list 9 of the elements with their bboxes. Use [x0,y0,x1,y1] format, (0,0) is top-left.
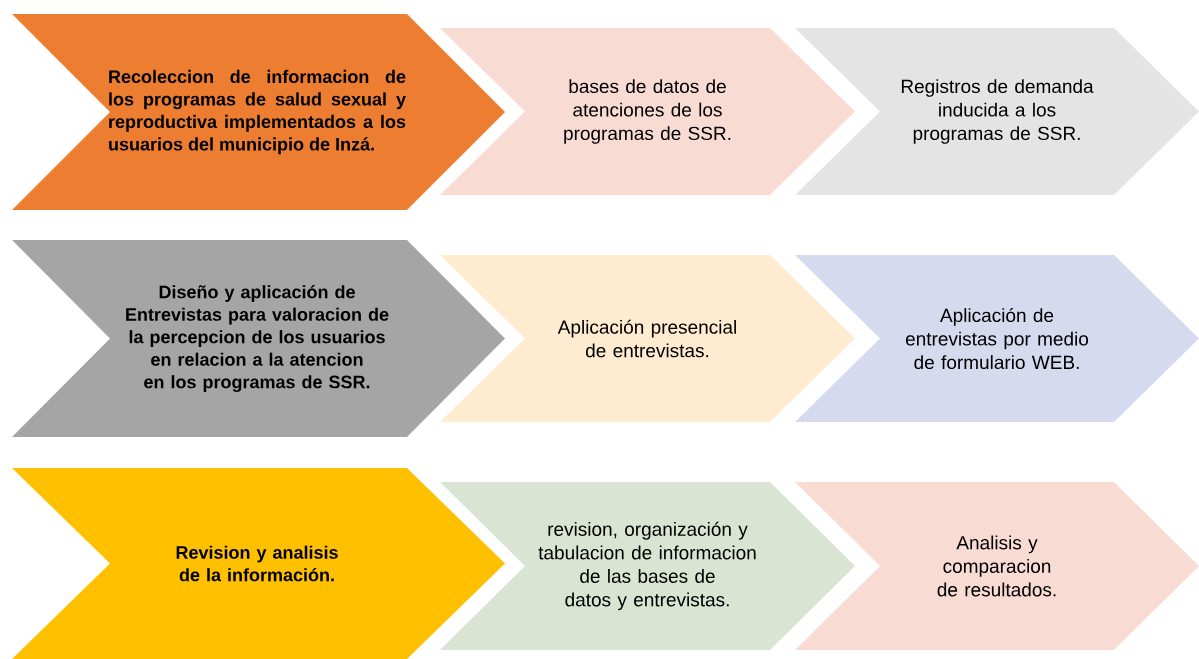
chevron-box: Registros de demanda inducida a los programas de SSR. [795,28,1199,195]
chevron-box: Recoleccion de informacion de los programas de salud sexual y reproductiva implementados a los usuarios del municipio de Inzá. [12,14,505,210]
chevron-box: Analisis y comparacion de resultados. [795,482,1199,650]
chevron-box: Revision y analisis de la información. [12,468,505,659]
chevron-box: revision, organización y tabulacion de informacion de las bases de datos y entrevistas. [440,482,855,650]
chevron-box: Diseño y aplicación de Entrevistas para valoracion de la percepcion de los usuarios en relacion a la atencion en los programas de SSR. [12,240,505,437]
chevron-box: bases de datos de atenciones de los programas de SSR. [440,28,855,195]
chevron-box: Aplicación de entrevistas por medio de formulario WEB. [795,255,1199,422]
chevron-box: Aplicación presencial de entrevistas. [440,255,855,422]
